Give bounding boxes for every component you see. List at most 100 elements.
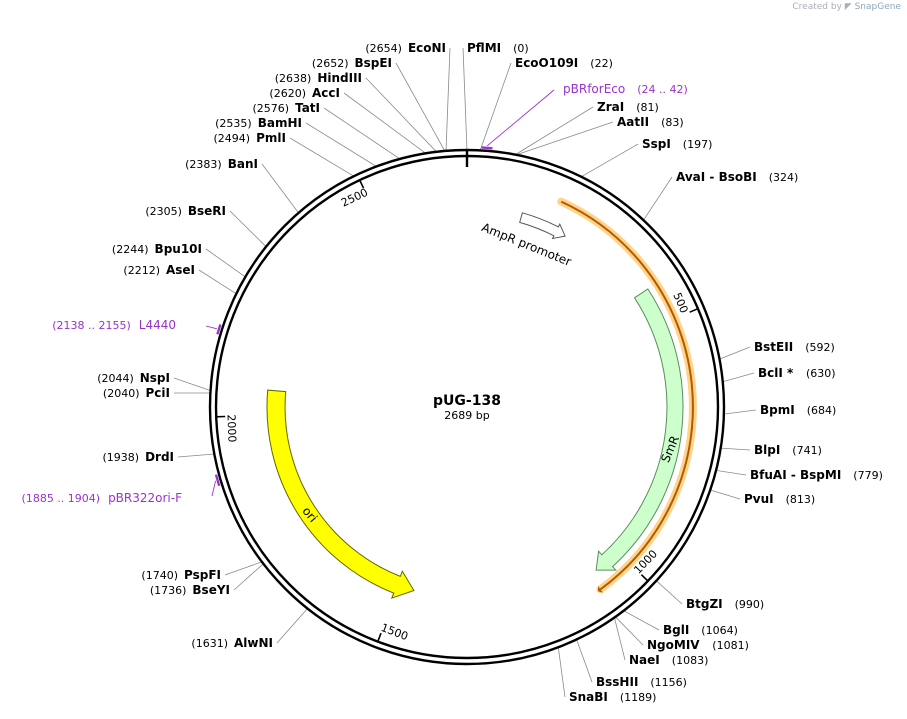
site-leader-line	[173, 377, 211, 391]
restriction-site[interactable]: PflMI(0)	[467, 41, 529, 55]
site-name: BspEI	[354, 56, 392, 70]
ampr-promoter-arrow[interactable]	[519, 212, 566, 240]
site-leader-lines	[173, 47, 757, 698]
primer-leader-line	[211, 480, 217, 497]
primer-range: (2138 .. 2155)	[52, 319, 131, 332]
site-leader-line	[198, 269, 237, 295]
restriction-site[interactable]: SnaBI(1189)	[569, 690, 656, 704]
restriction-site[interactable]: AccI(2620)	[269, 86, 340, 100]
site-leader-line	[623, 610, 660, 631]
primer-label[interactable]: L4440(2138 .. 2155)	[52, 318, 176, 332]
restriction-site[interactable]: NgoMIV(1081)	[647, 638, 749, 652]
tick-label-1500: 1500	[379, 621, 410, 643]
restriction-site[interactable]: BamHI (2535)	[215, 116, 302, 130]
primer-mark[interactable]	[481, 146, 493, 150]
site-leader-line	[305, 122, 377, 167]
restriction-site[interactable]: BclI *(630)	[758, 366, 836, 380]
orf-arc[interactable]	[560, 200, 694, 591]
restriction-site[interactable]: PciI(2040)	[103, 386, 170, 400]
restriction-site[interactable]: PspFI(1740)	[141, 568, 221, 582]
site-position: (1083)	[672, 654, 709, 667]
restriction-site[interactable]: AatII(83)	[617, 115, 684, 129]
site-position: (1736)	[150, 584, 187, 597]
restriction-site[interactable]: PvuI(813)	[744, 492, 815, 506]
site-leader-line	[395, 62, 446, 152]
restriction-site[interactable]: BglI(1064)	[663, 623, 738, 637]
primer-label[interactable]: pBR322ori-F(1885 .. 1904)	[22, 491, 183, 505]
site-leader-line	[205, 248, 246, 278]
smr-arrow[interactable]	[595, 288, 684, 571]
restriction-site[interactable]: AseI(2212)	[123, 263, 195, 277]
site-name: BglI	[663, 623, 689, 637]
restriction-site[interactable]: EcoO109I(22)	[515, 56, 613, 70]
restriction-site[interactable]: EcoNI(2654)	[365, 41, 446, 55]
site-leader-line	[720, 447, 751, 451]
site-position: (1938)	[103, 451, 140, 464]
site-leader-line	[289, 137, 355, 177]
site-name: BlpI	[754, 443, 780, 457]
site-name: BstEII	[754, 340, 793, 354]
restriction-site[interactable]: HindIII(2638)	[275, 71, 362, 85]
site-name: Bpu10I	[155, 242, 202, 256]
restriction-site[interactable]: ZraI(81)	[597, 100, 659, 114]
site-name: BamHI	[258, 116, 302, 130]
primer-mark[interactable]	[216, 324, 222, 335]
site-name: BseYI	[192, 583, 230, 597]
site-leader-line	[323, 107, 401, 160]
restriction-site[interactable]: BspEI (2652)	[312, 56, 392, 70]
restriction-site[interactable]: PmlI (2494)	[214, 131, 286, 145]
site-name: PciI	[146, 386, 171, 400]
restriction-site[interactable]: NspI (2044)	[97, 371, 170, 385]
site-position: (2383)	[185, 158, 222, 171]
site-position: (2244)	[112, 243, 149, 256]
site-position: (83)	[661, 116, 684, 129]
restriction-site[interactable]: AvaI - BsoBI(324)	[676, 170, 798, 184]
restriction-site[interactable]: SspI(197)	[642, 137, 712, 151]
primer-leader-line	[486, 89, 555, 147]
site-position: (2494)	[214, 132, 251, 145]
restriction-site[interactable]: BtgZI(990)	[686, 597, 764, 611]
primer-label[interactable]: pBRforEco(24 .. 42)	[563, 82, 688, 96]
site-position: (2044)	[97, 372, 134, 385]
site-name: NspI	[140, 371, 170, 385]
restriction-site[interactable]: Bpu10I (2244)	[112, 242, 202, 256]
site-position: (1189)	[620, 691, 657, 704]
restriction-site[interactable]: BseRI(2305)	[145, 204, 226, 218]
site-leader-line	[445, 47, 451, 151]
restriction-site[interactable]: BstEII(592)	[754, 340, 835, 354]
restriction-site[interactable]: DrdI(1938)	[103, 450, 174, 464]
site-leader-line	[715, 470, 747, 476]
credit-brand: SnapGene	[854, 2, 901, 12]
site-leader-line	[516, 121, 614, 156]
site-position: (2576)	[253, 102, 290, 115]
restriction-site[interactable]: BanI(2383)	[185, 157, 258, 171]
site-position: (324)	[769, 171, 799, 184]
site-name: EcoNI	[408, 41, 446, 55]
restriction-site[interactable]: NaeI(1083)	[629, 653, 708, 667]
tick-mark-2500	[358, 179, 365, 189]
site-position: (813)	[786, 493, 816, 506]
restriction-site[interactable]: TatI(2576)	[253, 101, 320, 115]
ori-arrow[interactable]	[266, 389, 415, 599]
site-position: (2305)	[145, 205, 182, 218]
restriction-site[interactable]: BfuAI - BspMI(779)	[750, 468, 883, 482]
site-position: (2652)	[312, 57, 349, 70]
restriction-site[interactable]: BlpI(741)	[754, 443, 822, 457]
restriction-site[interactable]: BssHII(1156)	[596, 675, 687, 689]
primer-range: (1885 .. 1904)	[22, 492, 101, 505]
primer-mark[interactable]	[214, 474, 221, 487]
site-name: PflMI	[467, 41, 501, 55]
site-name: BpmI	[760, 403, 795, 417]
site-leader-line	[656, 580, 683, 605]
restriction-site[interactable]: BpmI(684)	[760, 403, 836, 417]
site-position: (2535)	[215, 117, 252, 130]
site-leader-line	[719, 346, 751, 360]
restriction-site[interactable]: AlwNI(1631)	[191, 636, 273, 650]
site-name: PmlI	[256, 131, 286, 145]
site-name: BssHII	[596, 675, 638, 689]
site-position: (1631)	[191, 637, 228, 650]
restriction-site[interactable]: BseYI (1736)	[150, 583, 230, 597]
site-name: PspFI	[184, 568, 221, 582]
site-name: BtgZI	[686, 597, 723, 611]
